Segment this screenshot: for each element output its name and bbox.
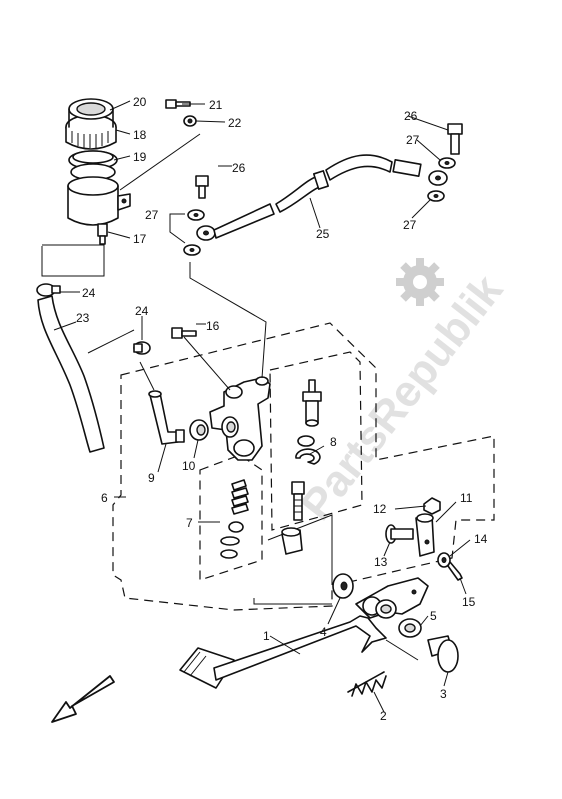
union-bolt-26-right — [447, 123, 463, 155]
bolt-16 — [171, 327, 197, 339]
label-24-lower: 24 — [135, 304, 149, 318]
label-26-right: 26 — [404, 109, 418, 123]
hose-9 — [148, 390, 185, 445]
label-12: 12 — [373, 502, 387, 516]
label-10: 10 — [182, 459, 196, 473]
label-17: 17 — [133, 232, 147, 246]
dust-boot — [281, 527, 303, 555]
union-bolt-26-left — [195, 175, 209, 199]
label-27-left: 27 — [145, 208, 159, 222]
reservoir-tank — [67, 176, 131, 245]
circlip-8 — [295, 448, 321, 465]
copper-washer-27-right-b — [427, 190, 445, 202]
label-8: 8 — [330, 435, 337, 449]
label-9: 9 — [148, 471, 155, 485]
label-26-left: 26 — [232, 161, 246, 175]
hose-clip-lower — [133, 341, 151, 355]
label-1: 1 — [263, 629, 270, 643]
label-3: 3 — [440, 687, 447, 701]
piston-seal — [220, 536, 240, 559]
washer-22 — [183, 115, 197, 127]
direction-arrow-icon — [51, 675, 115, 723]
hose-clip-upper — [36, 283, 61, 297]
copper-washer-27-left-b — [183, 244, 201, 256]
grommet-10 — [189, 419, 209, 441]
label-5: 5 — [430, 609, 437, 623]
copper-washer-27-left-a — [187, 209, 205, 221]
label-6: 6 — [101, 491, 108, 505]
label-25: 25 — [316, 227, 330, 241]
washer-5 — [398, 618, 422, 638]
seal-ring — [297, 435, 315, 447]
label-15: 15 — [462, 595, 476, 609]
label-7: 7 — [186, 516, 193, 530]
label-27-right-lower: 27 — [403, 218, 417, 232]
piston-spring — [231, 479, 249, 515]
brake-hose-25 — [196, 154, 448, 241]
brake-pedal — [179, 577, 429, 689]
watermark-text: PartsRepublik — [291, 265, 512, 529]
label-13: 13 — [374, 555, 388, 569]
label-19: 19 — [133, 150, 147, 164]
label-24-upper: 24 — [82, 286, 96, 300]
gear-icon — [396, 258, 444, 306]
label-22: 22 — [228, 116, 242, 130]
washer-14 — [437, 552, 451, 568]
master-cylinder-body — [209, 376, 271, 461]
hose-23 — [37, 295, 105, 453]
part-labels: 20 18 19 17 21 22 24 23 24 9 10 16 26 27… — [76, 95, 488, 723]
clevis-11 — [415, 513, 435, 557]
label-2: 2 — [380, 709, 387, 723]
label-21: 21 — [209, 98, 223, 112]
label-14: 14 — [474, 532, 488, 546]
clevis-pin-13 — [385, 524, 414, 544]
push-rod-upper — [302, 379, 322, 427]
label-18: 18 — [133, 128, 147, 142]
washer-4 — [332, 573, 354, 599]
push-rod-lower — [291, 481, 305, 521]
copper-washer-27-right-a — [438, 157, 456, 169]
nut-12 — [423, 497, 441, 515]
pivot-shaft-3 — [427, 635, 459, 673]
label-16: 16 — [206, 319, 220, 333]
watermark: PartsRepublik — [291, 258, 513, 529]
piston-cup — [228, 521, 244, 533]
label-23: 23 — [76, 311, 90, 325]
label-4: 4 — [320, 625, 327, 639]
label-11: 11 — [460, 491, 473, 505]
leader-lines — [41, 100, 471, 713]
reservoir-cap — [65, 98, 117, 150]
label-20: 20 — [133, 95, 147, 109]
assembly-outline — [112, 322, 495, 611]
cotter-pin-15 — [447, 561, 463, 581]
return-spring-2 — [347, 671, 387, 697]
label-27-right-upper: 27 — [406, 133, 420, 147]
